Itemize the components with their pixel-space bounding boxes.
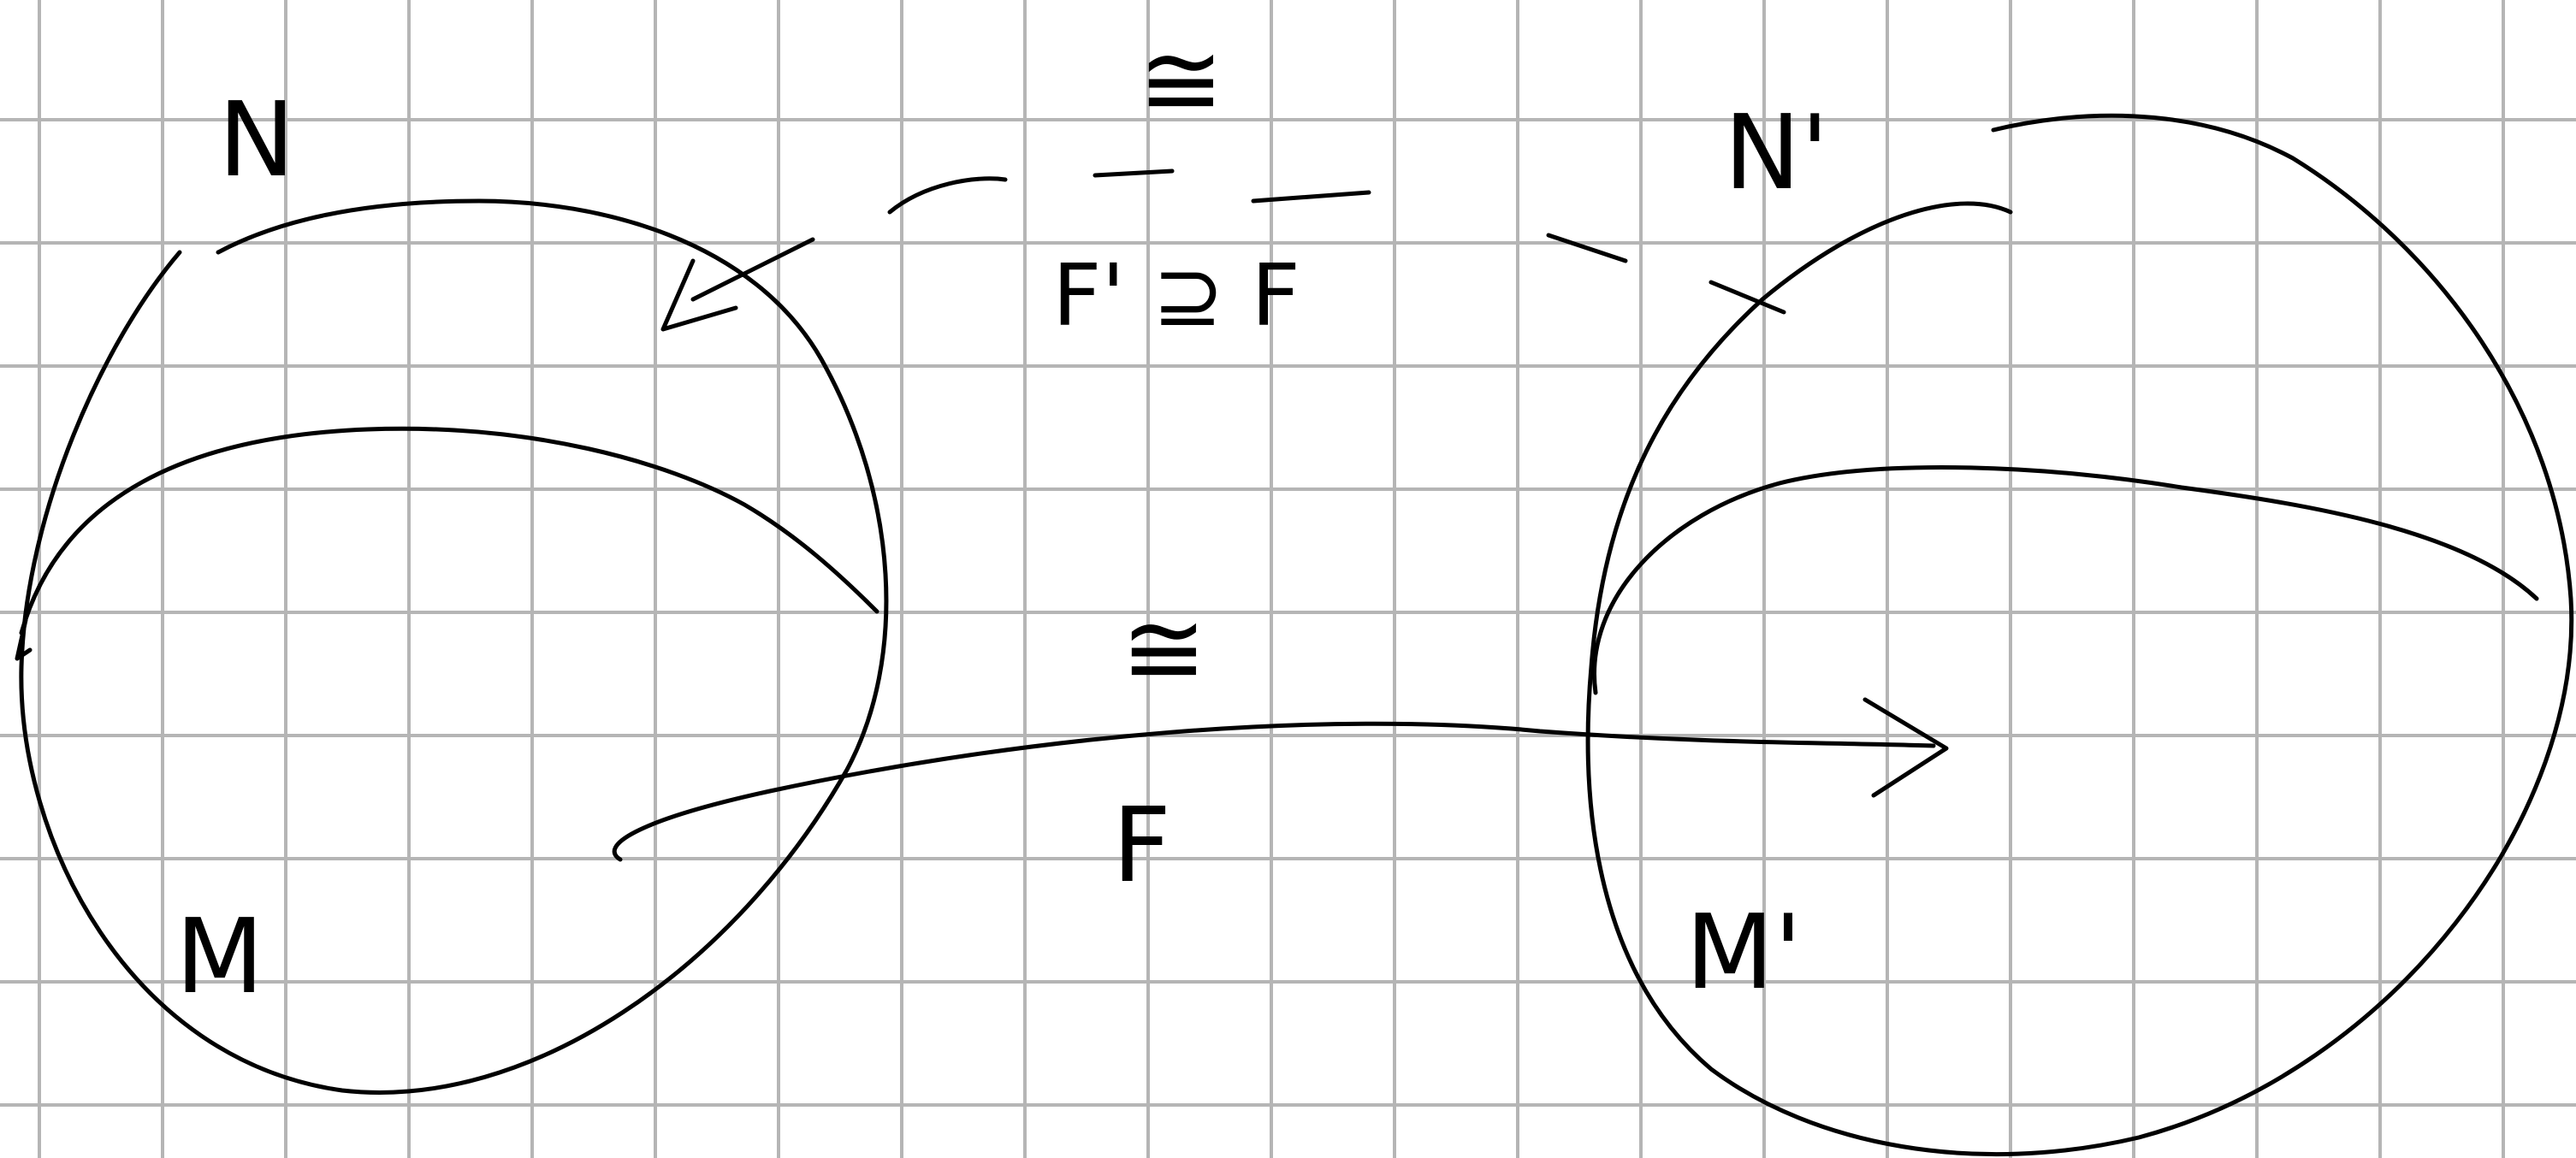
backward-map (660, 168, 1628, 332)
right-inner-curve (1592, 465, 2539, 695)
backward-arrow-dash-5 (1546, 233, 1628, 263)
left-outer-curve (19, 198, 889, 1095)
label-m: M (175, 898, 264, 1017)
backward-arrow-head (660, 258, 738, 332)
label-n: N (218, 81, 295, 200)
backward-arrow-dash-4 (1251, 190, 1371, 204)
right-space (1585, 113, 2574, 1157)
forward-arrow-head (1862, 697, 1949, 798)
label-map-forward: F (1112, 787, 1171, 906)
label-iso-forward: ≅ (1121, 590, 1207, 709)
right-cross-mark (1708, 280, 1786, 315)
label-n-prime: N' (1724, 94, 1829, 213)
label-iso-backward: ≅ (1138, 21, 1224, 140)
label-m-prime: M' (1685, 894, 1803, 1013)
label-map-backward: F' ⊇ F (1052, 245, 1300, 346)
right-outer-curve (1585, 113, 2574, 1157)
backward-arrow-dash-1 (690, 237, 815, 302)
forward-arrow-shaft (612, 721, 1936, 862)
backward-arrow-dash-2 (887, 176, 1008, 215)
forward-map (612, 697, 1949, 862)
backward-arrow-dash-3 (1093, 168, 1175, 178)
left-boundary-mark (15, 617, 33, 661)
left-inner-curve (19, 426, 879, 635)
left-space (15, 198, 889, 1095)
